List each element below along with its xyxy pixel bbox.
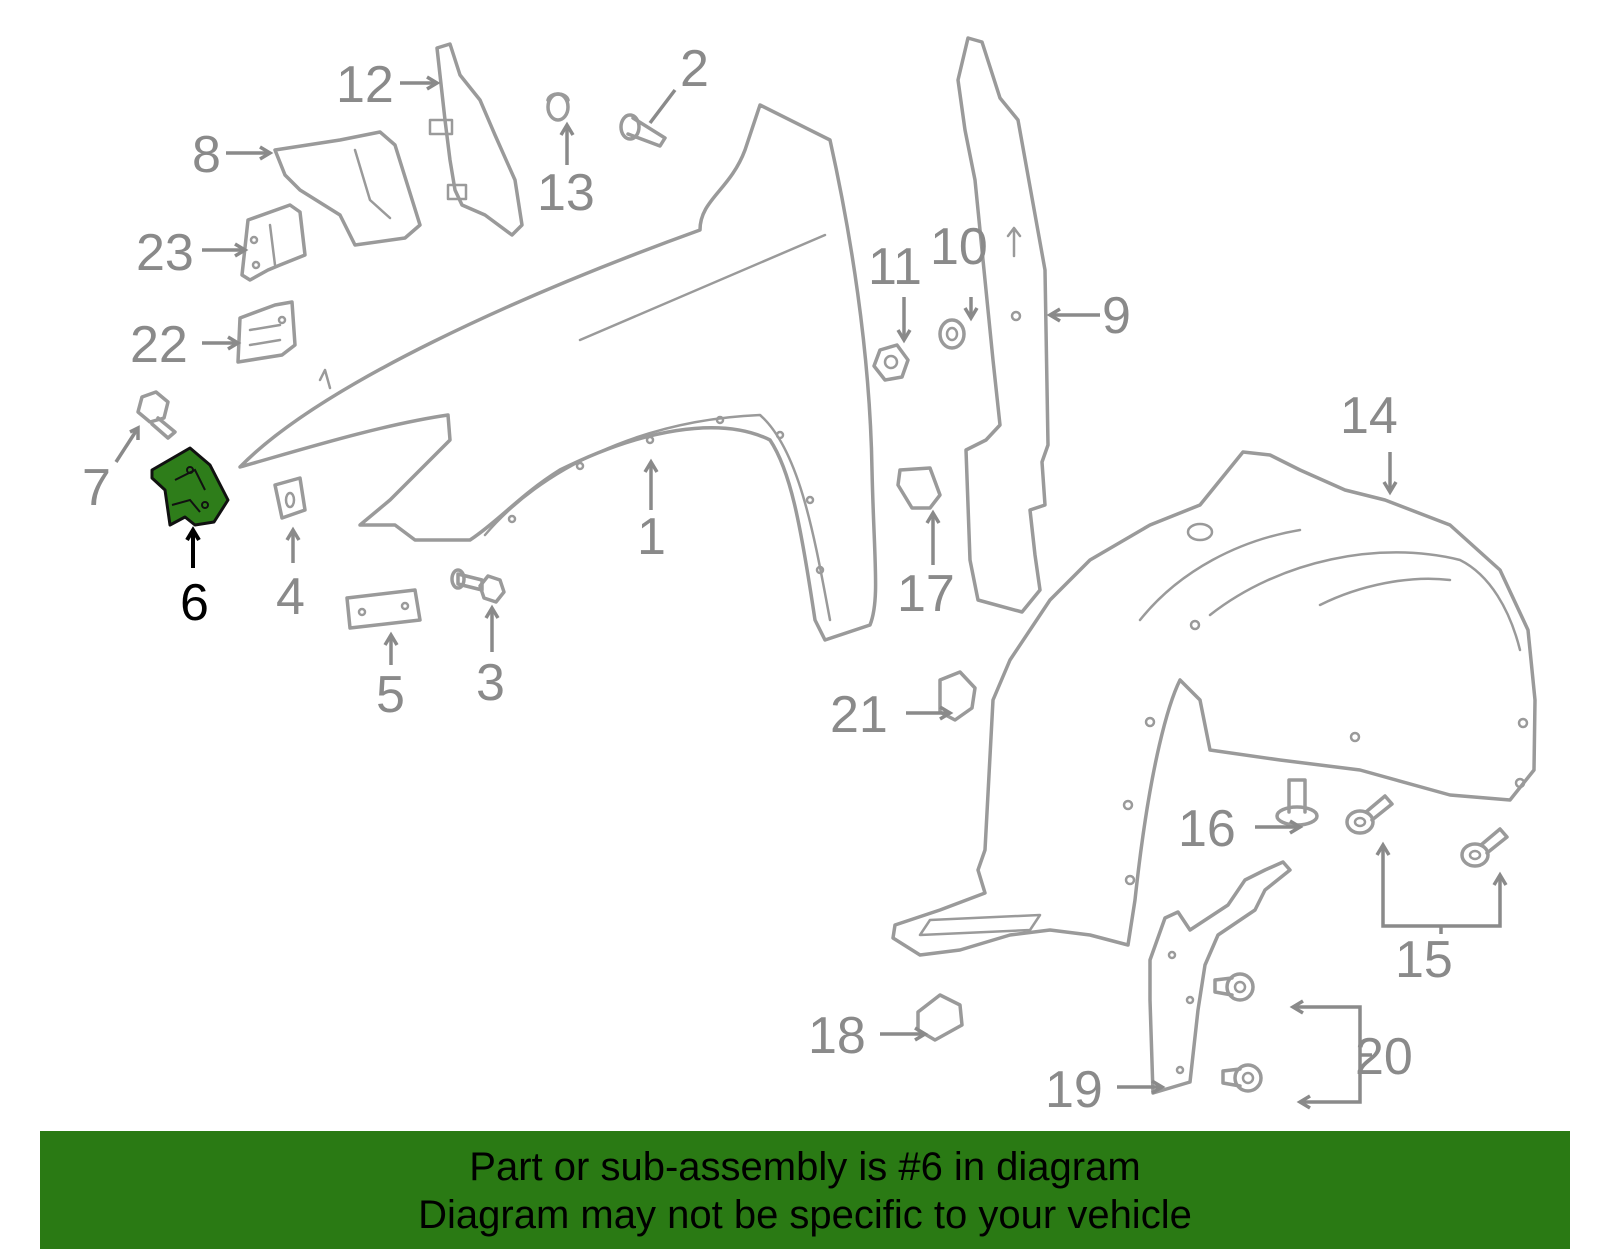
part-nut-11[interactable] [872, 343, 910, 382]
leader-arrows [114, 75, 1508, 1110]
callout-8: 8 [192, 126, 221, 184]
callout-15: 15 [1395, 931, 1453, 989]
callout-17: 17 [897, 565, 955, 623]
part-screw-15a[interactable] [1345, 794, 1394, 835]
callout-10: 10 [930, 218, 988, 276]
part-screw-20a[interactable] [1213, 972, 1255, 1002]
callout-20: 20 [1355, 1028, 1413, 1086]
part-bolt-2[interactable] [619, 113, 667, 148]
callout-9: 9 [1102, 287, 1131, 345]
part-bracket-19[interactable] [1148, 860, 1292, 1095]
part-clip-4[interactable] [273, 476, 307, 520]
part-screw-20b[interactable] [1221, 1063, 1263, 1093]
callout-5: 5 [376, 666, 405, 724]
callout-3: 3 [476, 654, 505, 712]
callout-2: 2 [680, 40, 709, 98]
part-bracket-12[interactable] [428, 42, 524, 237]
part-pin-16[interactable] [1275, 778, 1319, 827]
part-bracket-5[interactable] [345, 588, 422, 630]
info-banner: Part or sub-assembly is #6 in diagram Di… [40, 1131, 1570, 1249]
banner-line-part-info: Part or sub-assembly is #6 in diagram [469, 1145, 1141, 1189]
callout-18: 18 [808, 1007, 866, 1065]
part-bracket-22[interactable] [236, 300, 297, 364]
callout-19: 19 [1045, 1061, 1103, 1119]
callout-22: 22 [130, 316, 188, 374]
part-bolt-3[interactable] [450, 568, 506, 604]
part-bracket-6-highlighted[interactable] [150, 446, 230, 527]
part-plug-13[interactable] [546, 92, 570, 122]
callout-14: 14 [1340, 387, 1398, 445]
part-bracket-8[interactable] [273, 130, 422, 247]
part-bracket-23[interactable] [240, 203, 307, 282]
part-bolt-7[interactable] [136, 390, 177, 440]
part-fender[interactable] [238, 103, 878, 642]
callout-16: 16 [1178, 800, 1236, 858]
callout-11: 11 [868, 238, 922, 296]
callout-7: 7 [82, 459, 111, 517]
callout-13: 13 [537, 164, 595, 222]
banner-line-disclaimer: Diagram may not be specific to your vehi… [418, 1193, 1192, 1237]
callout-labels: 1 2 3 4 5 6 7 8 9 10 11 12 13 14 15 16 1… [82, 40, 1453, 1119]
part-clip-17[interactable] [896, 466, 942, 510]
callout-23: 23 [136, 224, 194, 282]
part-seal-9[interactable] [956, 36, 1050, 614]
callout-6-highlighted: 6 [180, 574, 209, 632]
callout-4: 4 [276, 568, 305, 626]
callout-21: 21 [830, 686, 888, 744]
callout-12: 12 [336, 56, 394, 114]
part-liner-14[interactable] [891, 450, 1537, 957]
part-screw-15b[interactable] [1460, 827, 1509, 868]
callout-1: 1 [637, 508, 666, 566]
part-washer-10[interactable] [938, 318, 966, 350]
